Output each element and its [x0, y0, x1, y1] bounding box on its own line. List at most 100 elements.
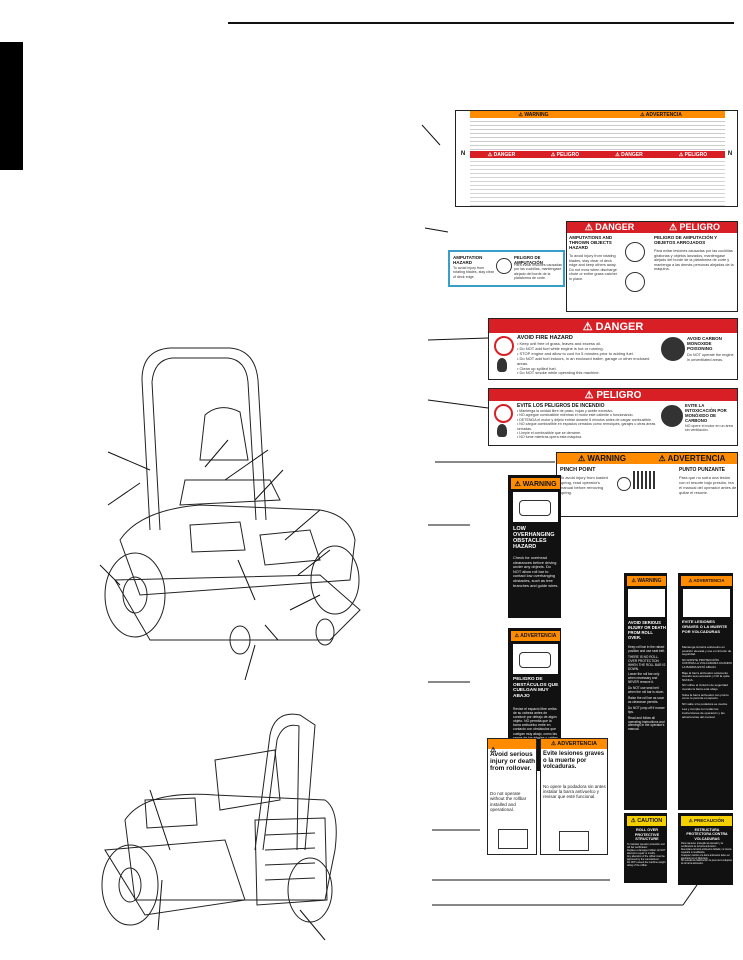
caution-title: ROLL OVER PROTECTIVE STRUCTURE	[634, 828, 660, 841]
low-overhang-warning-header: ⚠ WARNING	[511, 478, 560, 489]
strip-danger-header-1: ⚠ DANGER	[470, 151, 533, 158]
section-tab	[0, 42, 23, 170]
co-es-body: NO opere el motor en un área sin ventila…	[685, 424, 733, 433]
rollover-es-rule: NO EXISTE PROTECCIÓN CONTRA LA VOLCADURA…	[682, 657, 733, 669]
avoid-rollover-es-body: No opere la podadora sin antes instalar …	[543, 784, 606, 800]
pinch-warning-header: ⚠ WARNING	[557, 453, 647, 464]
fire-es-rule: • Limpie el combustible que se derrame.	[517, 431, 581, 436]
rollover-es-rules-list: Mantenga la barra antivuelco en posición…	[682, 645, 733, 719]
low-overhang-body: Check for overhead clearances before dri…	[513, 555, 559, 588]
strip-danger-text	[470, 158, 725, 206]
mower-front-illustration	[104, 347, 361, 655]
fire-es-rules-list: • Mantenga la unidad libre de pasto, hoj…	[517, 409, 657, 440]
low-overhang-title: LOW OVERHANGING OBSTACLES HAZARD	[513, 526, 555, 550]
decal-avoid-rollover-en: ⚠ Avoid serious injury or death from rol…	[487, 738, 537, 855]
caution-header: ⚠ CAUTION	[627, 816, 666, 826]
strip-warning-text	[470, 118, 725, 151]
rollover-advertencia-header: ⚠ ADVERTENCIA	[681, 576, 732, 586]
amputation-en-title: AMPUTATIONS AND THROWN OBJECTS HAZARD	[569, 235, 613, 250]
decal-pinch-point: ⚠ WARNING ⚠ ADVERTENCIA PINCH POINT To a…	[556, 452, 738, 517]
precaucion-rule: Para mantener protegido al operador y la…	[681, 843, 723, 848]
decal-amputation-small: AMPUTATION HAZARD To avoid injury from r…	[448, 250, 565, 287]
person-gas-pictogram-es	[661, 405, 683, 427]
fire-es-rule: • DETENGA el motor y déjelo enfriar dura…	[517, 417, 652, 422]
small-amputation-en-title: AMPUTATION HAZARD	[453, 255, 483, 265]
pinch-es-title: PUNTO PUNZANTE	[679, 467, 726, 473]
fire-rule: • STOP engine and allow to cool for 5 mi…	[517, 350, 634, 356]
fire-peligro-header: ⚠ PELIGRO	[489, 389, 737, 401]
precaucion-title: ESTRUCTURA PROTECTORA CONTRA VOLCADURAS	[686, 828, 728, 841]
rollover-pictogram	[628, 589, 665, 617]
strip-left-scale: N	[456, 111, 471, 206]
avoid-rollover-es-title: Evite lesiones graves o la muerte por vo…	[543, 751, 605, 771]
amputation-peligro-header: ⚠ PELIGRO	[652, 222, 737, 233]
rollover-warning-header: ⚠ WARNING	[627, 576, 666, 586]
top-rule	[228, 22, 734, 24]
pinch-advertencia-header: ⚠ ADVERTENCIA	[647, 453, 737, 464]
rollover-es-rule: Lea y cumpla con todas las instrucciones…	[682, 707, 725, 719]
fire-es-rule: • Mantenga la unidad libre de pasto, hoj…	[517, 409, 614, 413]
fire-pictograms-es	[492, 404, 514, 444]
small-amputation-es-body: Para evitar lesiones causadas por las cu…	[514, 263, 562, 281]
rollover-pictogram-es	[683, 589, 730, 617]
avoid-rollover-header-bar: ⚠	[488, 739, 536, 754]
small-amputation-en-body: To avoid injury from rotating blades, st…	[453, 266, 494, 279]
decal-amputation-thrown-objects: ⚠ DANGER ⚠ PELIGRO AMPUTATIONS AND THROW…	[566, 221, 738, 312]
fire-es-rule: • NO agregue combustible mientras el mot…	[517, 413, 634, 418]
fire-rule: • Keep unit free of grass, leaves and ex…	[517, 341, 602, 346]
fire-es-rule: • NO cargue combustible en espacios cerr…	[517, 422, 656, 431]
caution-rules-list: To maintain operator protection and roll…	[627, 843, 666, 867]
fire-pictograms	[492, 336, 514, 376]
overhang-pictogram	[513, 492, 558, 522]
pinch-es-body: Para que no sufra una lesión con el reso…	[679, 475, 737, 495]
amputation-en-body: To avoid injury from rotating blades, st…	[569, 254, 618, 281]
decal-avoid-rollover-es: ⚠ ADVERTENCIA Evite lesiones graves o la…	[540, 738, 608, 855]
co-title: AVOID CARBON MONOXIDE POISONING	[687, 336, 722, 351]
rollover-rules-list: Keep roll bar in the raised position and…	[628, 645, 666, 732]
amputation-danger-header: ⚠ DANGER	[567, 222, 652, 233]
strip-peligro-header-2: ⚠ PELIGRO	[661, 151, 725, 158]
decal-peligro-fire-hazard: ⚠ PELIGRO EVITE LOS PELIGROS DE INCENDIO…	[488, 388, 738, 446]
decal-rollover-advertencia: ⚠ ADVERTENCIA EVITE LESIONES GRAVES O LA…	[678, 573, 733, 810]
blade-hazard-pictogram	[621, 238, 649, 298]
rollover-title: AVOID SERIOUS INJURY OR DEATH FROM ROLL …	[628, 620, 666, 640]
decal-precaucion-rops: ⚠ PRECAUCIÓN ESTRUCTURA PROTECTORA CONTR…	[678, 813, 733, 885]
amputation-es-title: PELIGRO DE AMPUTACIÓN Y OBJETOS ARROJADO…	[654, 235, 718, 245]
rollover-rule: Read and follow all operating instructio…	[628, 715, 665, 732]
precaucion-rules-list: Para mantener protegido al operador y la…	[681, 843, 732, 866]
decal-warning-strip: N N ⚠ WARNING ⚠ ADVERTENCIA ⚠ DANGER ⚠ P…	[455, 110, 738, 207]
precaucion-rule: Cualquier cambio a la barra antivuelco d…	[681, 854, 730, 860]
fire-rule: • Do NOT smoke while operating this mach…	[517, 370, 600, 376]
low-overhang-es-title: PELIGRO DE OBSTÁCULOS QUE CUELGAN MUY AB…	[513, 677, 559, 699]
small-blade-pictogram	[496, 258, 512, 274]
decal-caution-rops: ⚠ CAUTION ROLL OVER PROTECTIVE STRUCTURE…	[624, 813, 667, 883]
mower-rollbar-pictogram-es	[559, 831, 589, 851]
precaucion-header: ⚠ PRECAUCIÓN	[681, 816, 732, 826]
avoid-rollover-body: Do not operate without the rollbar insta…	[490, 791, 527, 812]
precaucion-rule: Reemplace la barra antivuelco dañada; no…	[681, 848, 732, 854]
fire-rules-list: • Keep unit free of grass, leaves and ex…	[517, 341, 657, 376]
avoid-rollover-title: Avoid serious injury or death from rollo…	[490, 751, 536, 772]
decal-danger-fire-hazard: ⚠ DANGER AVOID FIRE HAZARD • Keep unit f…	[488, 318, 738, 380]
rollover-es-rule: Mantenga la barra antivuelco en posición…	[682, 645, 732, 657]
avoid-rollover-es-header: ⚠ ADVERTENCIA	[541, 739, 607, 749]
rollover-rule: Lower the roll bar only when necessary a…	[628, 672, 660, 685]
person-gas-pictogram	[661, 337, 685, 361]
fire-es-rule: • NO fume mientras opera esta máquina.	[517, 435, 583, 440]
precaucion-rule: NO exceda la clasificación de peso de la…	[681, 860, 732, 866]
co-es-title: EVITE LA INTOXICACIÓN POR MONÓXIDO DE CA…	[685, 403, 727, 423]
decal-rollover-warning: ⚠ WARNING AVOID SERIOUS INJURY OR DEATH …	[624, 573, 667, 810]
low-overhang-advertencia-header: ⚠ ADVERTENCIA	[511, 631, 560, 641]
caution-rule: Replace a damaged rollbar; do NOT attemp…	[627, 849, 666, 855]
hand-spring-pictogram	[615, 467, 675, 497]
mower-rollbar-pictogram	[498, 829, 528, 849]
strip-danger-header-2: ⚠ DANGER	[597, 151, 661, 158]
caution-rule: Do NOT exceed the machine weight rating …	[627, 861, 666, 867]
rollover-es-rule: Baje la barra antivuelco solamente cuand…	[682, 670, 730, 682]
decal-low-overhanging-en: ⚠ WARNING LOW OVERHANGING OBSTACLES HAZA…	[508, 475, 561, 618]
caution-rule: Any alteration of the rollbar must be ap…	[627, 855, 665, 861]
fire-danger-header: ⚠ DANGER	[489, 319, 737, 333]
overhang-pictogram-es	[513, 644, 558, 674]
rollover-es-rule: NO utilice el cinturón de seguridad cuan…	[682, 683, 728, 691]
